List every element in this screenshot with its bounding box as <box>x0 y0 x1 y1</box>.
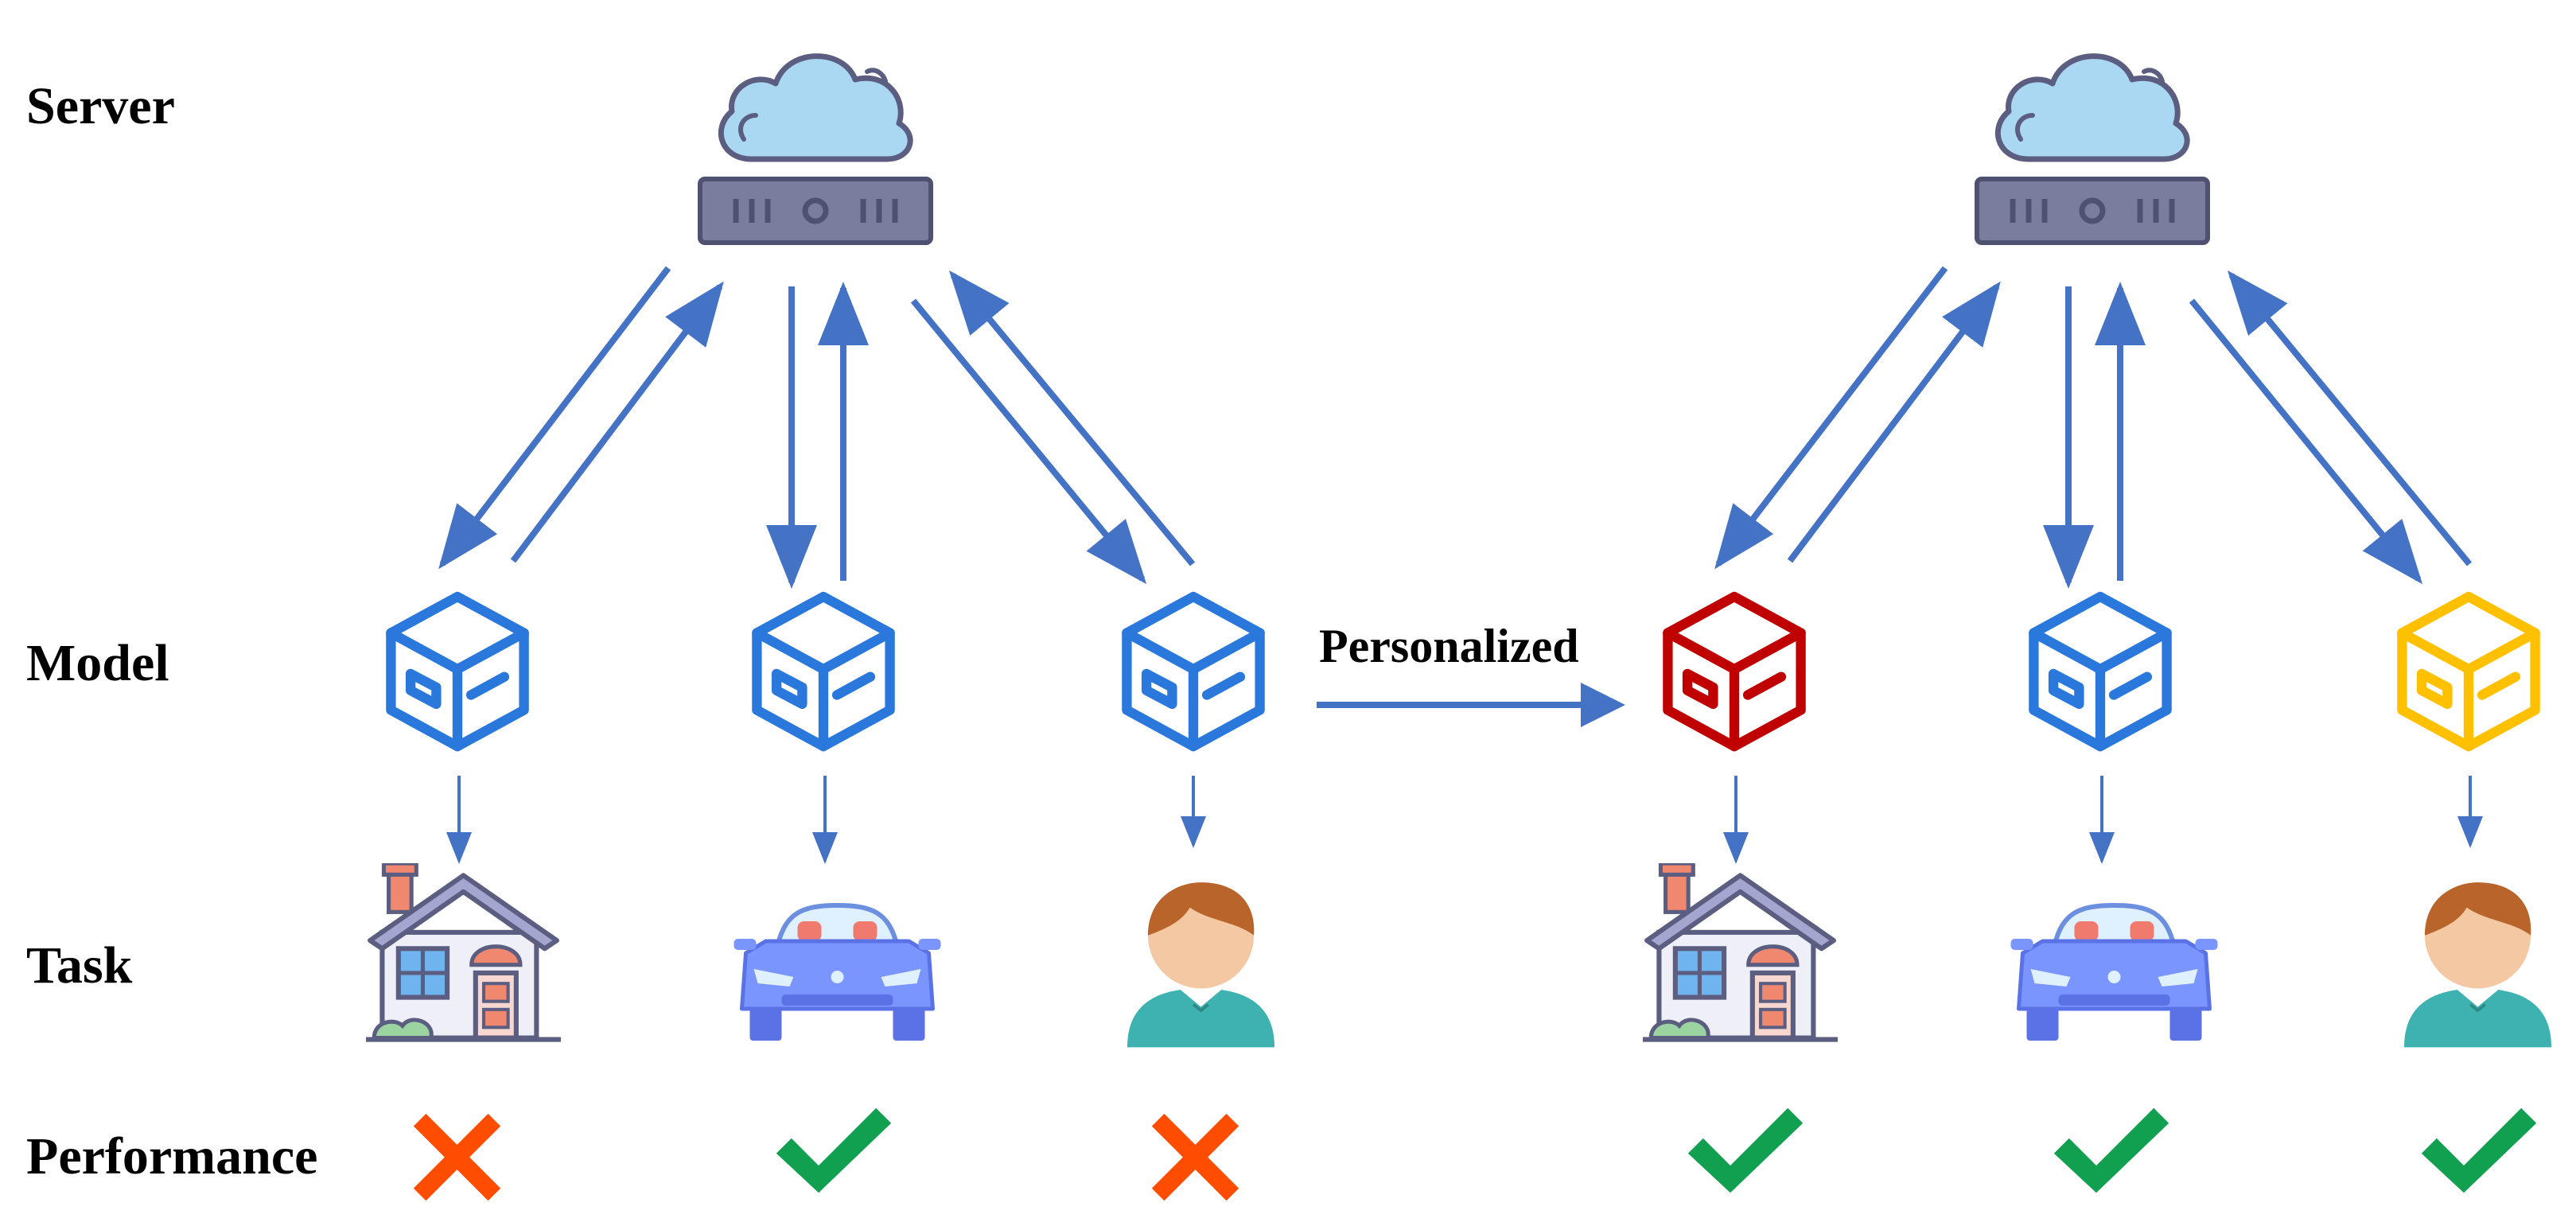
personalized-transition: Personalized <box>1317 620 1625 727</box>
person-task-icon <box>1127 881 1274 1049</box>
check-icon <box>2421 1107 2537 1193</box>
server-to-client-arrow <box>1714 266 1948 570</box>
client-to-server-arrow <box>948 270 1196 566</box>
transition-label: Personalized <box>1319 620 1579 672</box>
server-icon <box>1977 56 2208 243</box>
communication-arrows <box>1714 266 2473 589</box>
model-cube-icon <box>1667 597 1800 746</box>
model-cube-icon <box>2402 597 2535 746</box>
model-cube-icon <box>2033 597 2166 746</box>
server-to-client-arrow <box>910 298 1147 585</box>
house-task-icon <box>1643 863 1838 1040</box>
row-label-task: Task <box>26 936 133 994</box>
server-to-client-arrow <box>438 266 671 570</box>
client-to-server-arrow <box>510 281 724 563</box>
car-task-icon <box>734 905 941 1041</box>
check-icon <box>2053 1107 2169 1193</box>
car-task-icon <box>2011 905 2218 1041</box>
model-cube-icon <box>757 597 889 746</box>
model-cube-icon <box>1127 597 1259 746</box>
row-label-performance: Performance <box>26 1127 317 1185</box>
server-icon <box>700 56 931 243</box>
house-task-icon <box>366 863 561 1040</box>
model-cube-icon <box>391 597 523 746</box>
panel-personalized-model <box>1643 56 2551 1193</box>
client-to-server-arrow <box>1787 281 2001 563</box>
check-icon <box>1687 1107 1804 1193</box>
check-icon <box>776 1107 892 1193</box>
row-label-server: Server <box>26 77 175 135</box>
cross-icon <box>413 1113 501 1201</box>
client-to-server-arrow <box>2227 270 2473 566</box>
row-label-model: Model <box>26 634 169 692</box>
panel-shared-model <box>366 56 1274 1201</box>
person-task-icon <box>2404 881 2551 1049</box>
server-to-client-arrow <box>2189 298 2423 585</box>
communication-arrows <box>438 266 1196 589</box>
cross-icon <box>1151 1113 1239 1201</box>
